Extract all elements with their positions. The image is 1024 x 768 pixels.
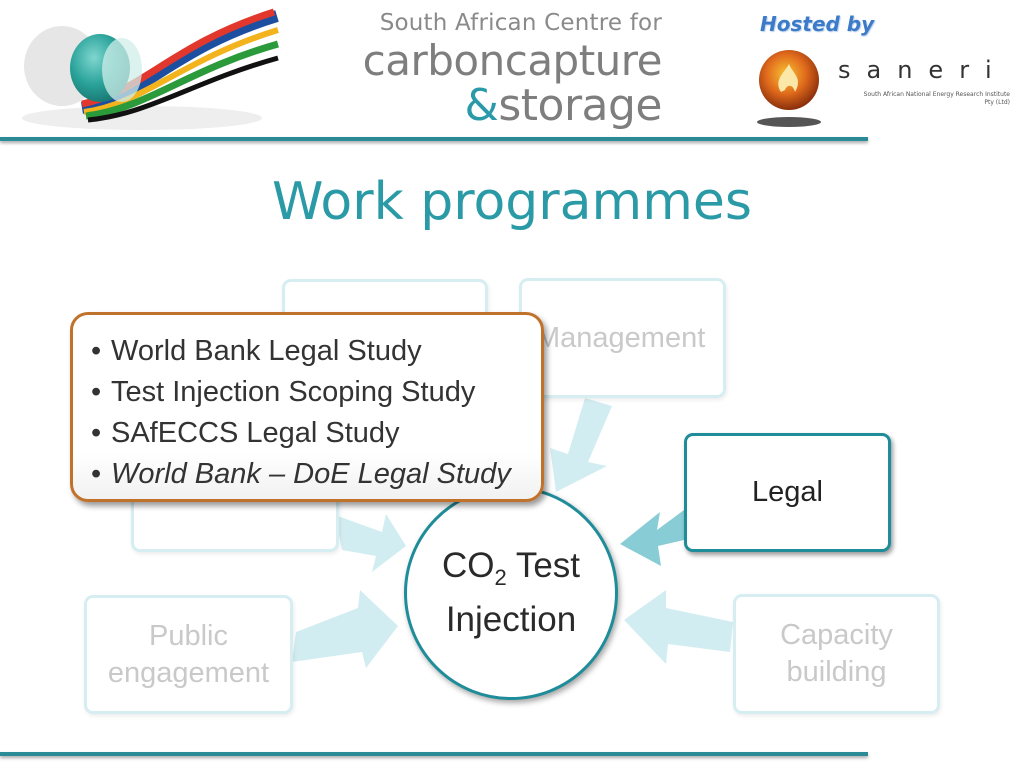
list-item: • SAfECCS Legal Study	[91, 413, 541, 454]
saneri-wordmark: saneri	[838, 56, 1008, 84]
bullet-icon: •	[91, 376, 102, 408]
co2-test-injection-node: CO2 Test Injection	[404, 486, 618, 700]
arrow-from-public	[292, 590, 398, 668]
box-management-label: Management	[536, 321, 706, 354]
bullet-icon: •	[91, 335, 102, 367]
arrow-from-capacity	[624, 590, 733, 664]
public-line1: Public	[149, 619, 228, 652]
centre-node-line2: Injection	[445, 600, 577, 639]
centre-subtitle: South African Centre for	[379, 10, 662, 36]
legal-studies-callout: • World Bank Legal Study • Test Injection …	[70, 312, 544, 502]
centre-name-storage: storage	[498, 80, 662, 131]
box-legal: Legal	[684, 433, 891, 552]
box-management: Management	[519, 278, 726, 398]
ampersand: &	[464, 80, 499, 131]
box-public-engagement: Public engagement	[84, 595, 293, 714]
saneri-subtitle: South African National Energy Research I…	[838, 91, 1010, 107]
saneri-subtitle-line1: South African National Energy Research I…	[863, 91, 1010, 98]
box-capacity-building-label: Capacity building	[780, 617, 893, 691]
centre-node-line1: CO2 Test	[442, 545, 580, 599]
capacity-line1: Capacity	[780, 619, 893, 651]
subscript-2: 2	[494, 565, 507, 590]
slide-title: Work programmes	[272, 172, 752, 232]
test-text: Test	[506, 546, 581, 585]
saneri-logo	[757, 50, 821, 127]
box-capacity-building: Capacity building	[733, 594, 940, 714]
box-public-engagement-label: Public engagement	[108, 618, 269, 692]
list-item-text: World Bank Legal Study	[111, 335, 422, 367]
arrow-from-legal	[620, 510, 684, 566]
list-item-text: Test Injection Scoping Study	[111, 376, 476, 408]
footer-divider	[0, 752, 868, 756]
list-item-text: SAfECCS Legal Study	[111, 417, 400, 449]
arrow-from-management	[550, 398, 612, 492]
arrow-from-left-mid	[335, 514, 406, 572]
saneri-subtitle-line2: Pty (Ltd)	[984, 99, 1010, 106]
co-text: CO	[441, 546, 495, 585]
public-line2: engagement	[107, 656, 270, 689]
centre-name-line1: carboncapture	[362, 36, 663, 85]
header-divider	[0, 137, 868, 141]
list-item-text: World Bank – DoE Legal Study	[111, 458, 511, 490]
list-item: • World Bank – DoE Legal Study	[91, 454, 541, 495]
list-item: • Test Injection Scoping Study	[91, 372, 541, 413]
bullet-icon: •	[91, 458, 102, 490]
bullet-icon: •	[91, 417, 102, 449]
centre-name-line2: &storage	[430, 80, 663, 131]
box-legal-label: Legal	[752, 476, 823, 508]
list-item: • World Bank Legal Study	[91, 331, 541, 372]
legal-studies-list: • World Bank Legal Study • Test Injection …	[91, 331, 541, 495]
sacccs-logo	[22, 8, 279, 130]
capacity-line2: building	[786, 656, 887, 688]
hosted-by-label: Hosted by	[760, 12, 875, 36]
